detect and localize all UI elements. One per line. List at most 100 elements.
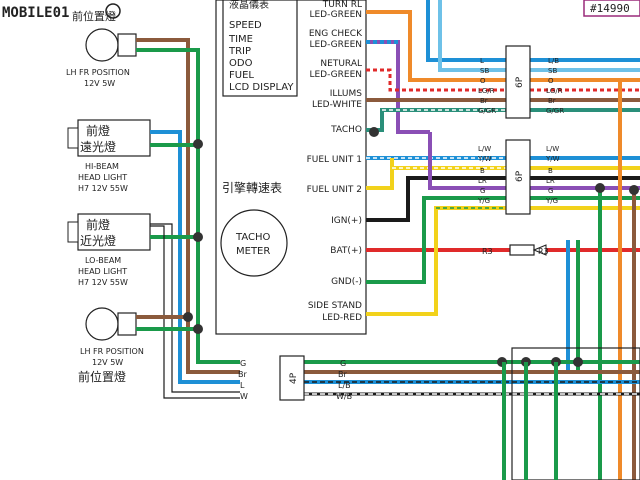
resistor-label-left: R3 bbox=[482, 247, 493, 256]
lh-fr-bot-line2: 12V 5W bbox=[92, 358, 123, 367]
bulb-socket bbox=[67, 221, 79, 243]
lh-fr-top-line2: 12V 5W bbox=[84, 79, 115, 88]
right-harness bbox=[304, 0, 640, 480]
lo-beam-cn2: 近光燈 bbox=[80, 233, 116, 248]
terminal-label: GND(-) bbox=[331, 277, 362, 287]
hi-beam-cn2: 遠光燈 bbox=[80, 139, 116, 154]
wire-label: L/W bbox=[546, 145, 559, 153]
splice-dot bbox=[629, 185, 639, 195]
tacho-title: 引擎轉速表 bbox=[222, 180, 282, 195]
wire-label: Y/G bbox=[545, 197, 558, 205]
wire-label: L bbox=[240, 381, 245, 390]
lcd-item: LCD DISPLAY bbox=[229, 82, 294, 93]
tacho-meter-gauge bbox=[220, 209, 288, 277]
hi-beam-headlight bbox=[77, 119, 151, 157]
wire-label: G/GR bbox=[478, 107, 496, 115]
terminal-label: SIDE STAND bbox=[308, 301, 362, 311]
hi-beam-en3: H7 12V 55W bbox=[78, 184, 128, 193]
splice-dot bbox=[595, 183, 605, 193]
wire-label: LG/R bbox=[478, 87, 495, 95]
lo-beam-headlight bbox=[77, 213, 151, 251]
terminal-label: FUEL UNIT 1 bbox=[307, 155, 362, 165]
connector-6p-mid bbox=[505, 139, 531, 215]
terminal-label: NETURAL bbox=[320, 59, 362, 69]
wire-label: L bbox=[480, 57, 484, 65]
wire-label: G bbox=[480, 187, 485, 195]
wire-label: Y/G bbox=[477, 197, 490, 205]
bulb-socket bbox=[67, 127, 79, 149]
lower-right-box bbox=[511, 347, 640, 480]
terminal-label: ILLUMS bbox=[330, 89, 363, 99]
hi-beam-cn1: 前燈 bbox=[86, 123, 110, 138]
wire-label: B bbox=[480, 167, 485, 175]
tacho-line1: TACHO bbox=[235, 232, 270, 243]
lcd-item: TIME bbox=[228, 34, 253, 45]
lo-beam-en2: HEAD LIGHT bbox=[78, 267, 127, 276]
terminal-label: LED-GREEN bbox=[309, 10, 362, 20]
wire-label: Br bbox=[238, 370, 247, 379]
splice-dot bbox=[193, 324, 203, 334]
left-harness bbox=[136, 38, 240, 399]
wire-label: Y/W bbox=[477, 155, 492, 163]
lcd-item: SPEED bbox=[229, 20, 262, 31]
lcd-display-box bbox=[222, 0, 298, 97]
lcd-item: ODO bbox=[229, 58, 253, 69]
wire-label: G bbox=[240, 359, 246, 368]
wire-label: B bbox=[548, 167, 553, 175]
lo-beam-en3: H7 12V 55W bbox=[78, 278, 128, 287]
terminal-label: IGN(+) bbox=[331, 216, 362, 226]
wire-label: LR bbox=[478, 177, 487, 185]
terminal-label: LED-RED bbox=[322, 313, 362, 323]
resistor-label-right: R3 bbox=[538, 247, 549, 256]
terminal-label: LED-GREEN bbox=[309, 40, 362, 50]
splice-dot bbox=[193, 139, 203, 149]
terminal-label: LED-GREEN bbox=[309, 70, 362, 80]
front-position-top-label: 前位置燈 bbox=[72, 9, 116, 23]
connector-6p-mid-label: 6P bbox=[515, 170, 525, 182]
watermark-right-box bbox=[583, 0, 640, 17]
lcd-item: FUEL bbox=[229, 70, 254, 81]
lh-fr-bot-line1: LH FR POSITION bbox=[80, 347, 144, 356]
wire-label: Br bbox=[338, 370, 347, 379]
terminal-label: FUEL UNIT 2 bbox=[307, 185, 362, 195]
splice-dot bbox=[183, 312, 193, 322]
splice-dot bbox=[369, 127, 379, 137]
wire-label: L/B bbox=[548, 57, 559, 65]
connector-4p-label: 4P bbox=[289, 372, 299, 384]
hi-beam-en2: HEAD LIGHT bbox=[78, 173, 127, 182]
lh-fr-top-line1: LH FR POSITION bbox=[66, 68, 130, 77]
lcd-item: TRIP bbox=[228, 46, 251, 57]
tacho-line2: METER bbox=[236, 246, 270, 257]
terminal-label: BAT(+) bbox=[330, 246, 362, 256]
lo-beam-en1: LO-BEAM bbox=[85, 256, 121, 265]
watermark-left-bg bbox=[0, 0, 122, 22]
wire-label: L/W bbox=[478, 145, 491, 153]
watermark-right: #14990 bbox=[590, 2, 630, 15]
lo-beam-cn1: 前燈 bbox=[86, 217, 110, 232]
wire-label: Br bbox=[548, 97, 556, 105]
wire-label: SB bbox=[548, 67, 557, 75]
wire-label: G bbox=[340, 359, 346, 368]
lh-fr-position-bottom-bulb bbox=[85, 307, 119, 341]
diode-icon bbox=[532, 244, 547, 256]
terminal-label: LED-WHITE bbox=[312, 100, 362, 110]
terminal-label: TURN RL bbox=[322, 0, 362, 10]
connector-6p-top-label: 6P bbox=[515, 76, 525, 88]
terminal-label: TACHO bbox=[330, 125, 362, 135]
hi-beam-en1: HI-BEAM bbox=[85, 162, 119, 171]
wire-label: SB bbox=[480, 67, 489, 75]
mobile01-logo-icon bbox=[105, 3, 121, 19]
lh-fr-position-top-bulb bbox=[85, 28, 119, 62]
front-position-bottom-label: 前位置燈 bbox=[78, 369, 126, 384]
lcd-title: 液晶儀表 bbox=[229, 0, 269, 11]
connector-4p bbox=[279, 355, 305, 401]
wire-label: Y/W bbox=[545, 155, 560, 163]
wire-label: O bbox=[480, 77, 486, 85]
wire-label: G/GR bbox=[546, 107, 564, 115]
wire-label: LG/R bbox=[546, 87, 563, 95]
connector-6p-top bbox=[505, 45, 531, 119]
wire-label: G bbox=[548, 187, 553, 195]
wire-label: O bbox=[548, 77, 554, 85]
wire-label: L/B bbox=[338, 381, 351, 390]
